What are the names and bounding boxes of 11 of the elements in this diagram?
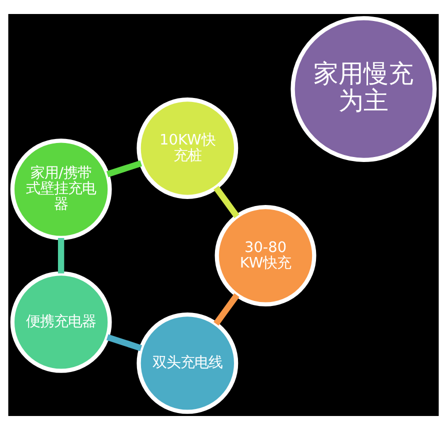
node-circle: 家用/携带式壁挂充电器	[10, 138, 112, 240]
node-circle: 便携充电器	[10, 270, 112, 372]
node-circle: 双头充电线	[136, 312, 238, 414]
node-circle: 30-80KW快充	[214, 204, 316, 306]
connector	[214, 292, 240, 326]
connector	[58, 238, 64, 273]
node-circle: 10KW快充桩	[136, 97, 238, 198]
connector	[106, 334, 142, 351]
node-circle: 家用慢充为主	[290, 16, 437, 162]
connector	[214, 185, 240, 218]
connector	[106, 160, 142, 177]
